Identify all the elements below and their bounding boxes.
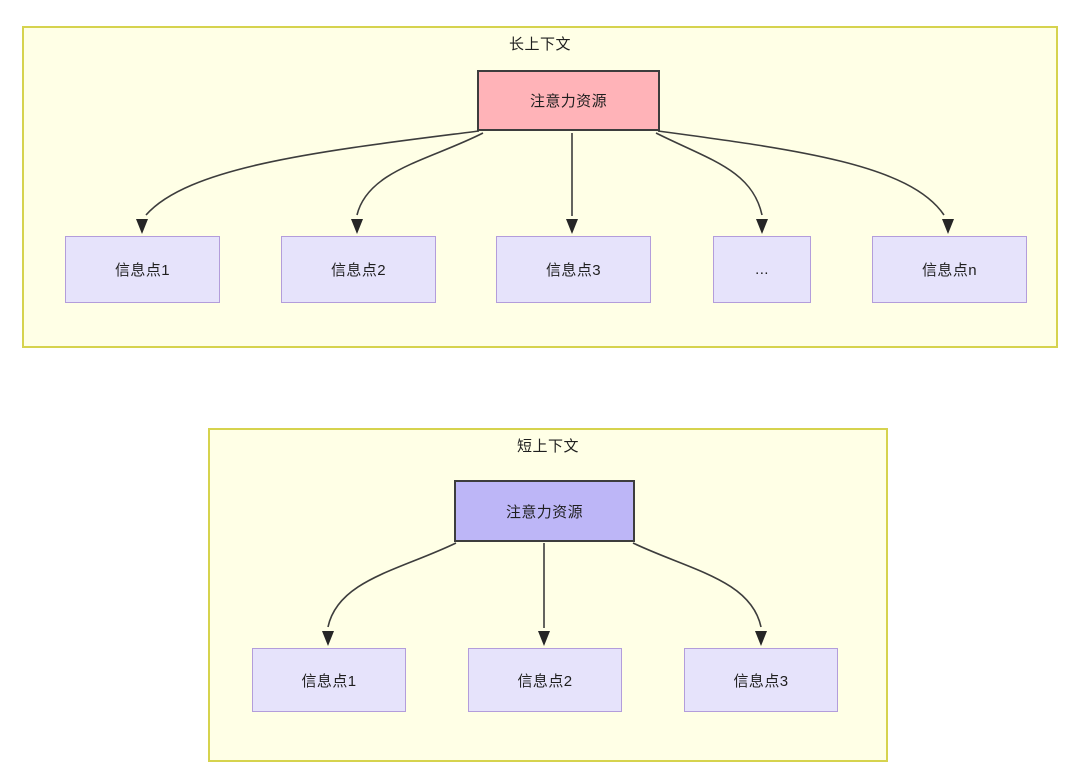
node-long-info-2-label: 信息点2: [331, 262, 386, 279]
node-long-attention-resource[interactable]: 注意力资源: [477, 70, 660, 131]
node-short-info-1-label: 信息点1: [301, 672, 357, 690]
node-short-info-2-label: 信息点2: [517, 672, 573, 690]
node-short-attention-resource-label: 注意力资源: [505, 503, 583, 521]
node-short-info-2[interactable]: 信息点2: [468, 648, 622, 712]
node-short-info-3-label: 信息点3: [733, 672, 789, 690]
node-long-info-ellipsis-label: ...: [755, 261, 769, 278]
group-short-context-title: 短上下文: [516, 438, 579, 455]
node-short-info-1[interactable]: 信息点1: [252, 648, 406, 712]
node-long-info-ellipsis[interactable]: ...: [713, 236, 811, 303]
node-long-info-3-label: 信息点3: [546, 262, 601, 279]
node-short-attention-resource[interactable]: 注意力资源: [454, 480, 635, 542]
node-long-info-n-label: 信息点n: [922, 262, 977, 279]
node-long-attention-resource-label: 注意力资源: [529, 93, 607, 110]
node-long-info-n[interactable]: 信息点n: [872, 236, 1027, 303]
group-long-context-title: 长上下文: [508, 36, 571, 53]
node-short-info-3[interactable]: 信息点3: [684, 648, 838, 712]
node-long-info-2[interactable]: 信息点2: [281, 236, 436, 303]
node-long-info-3[interactable]: 信息点3: [496, 236, 651, 303]
node-long-info-1[interactable]: 信息点1: [65, 236, 220, 303]
node-long-info-1-label: 信息点1: [115, 262, 170, 279]
